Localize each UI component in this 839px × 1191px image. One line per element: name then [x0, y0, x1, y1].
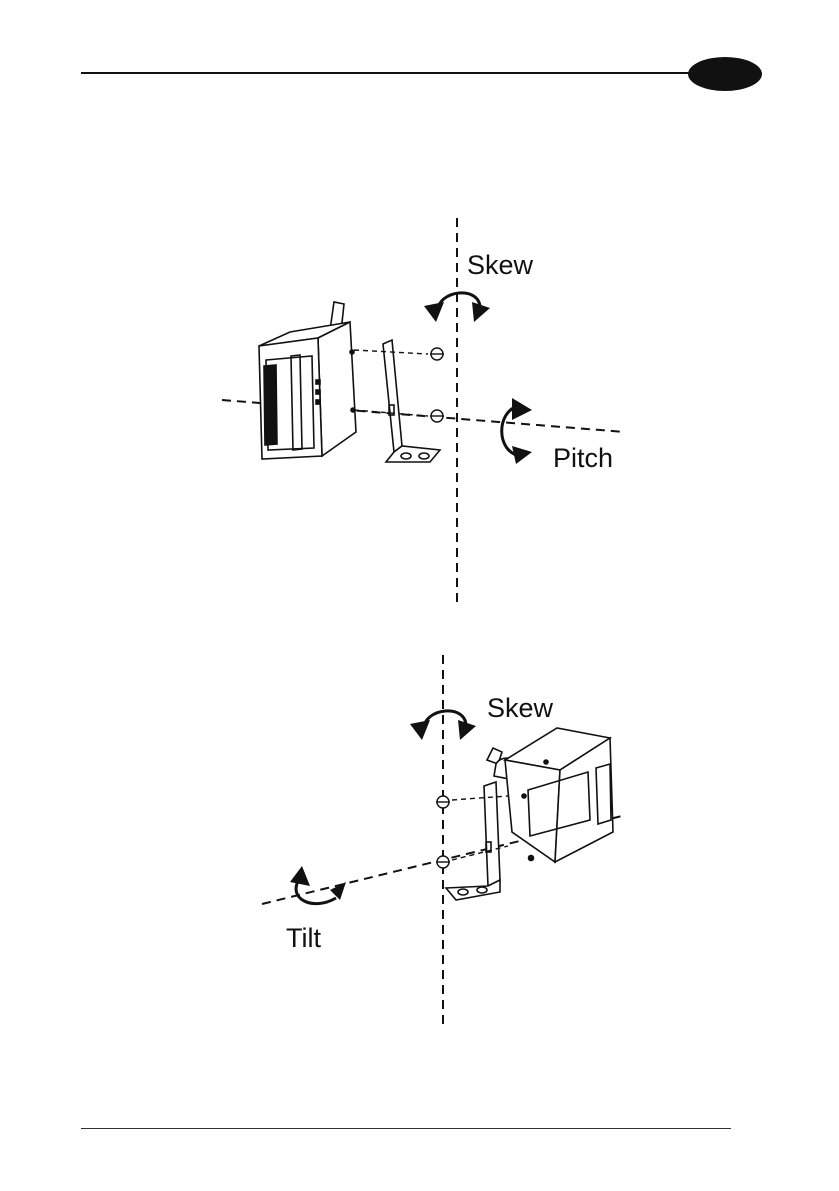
pitch-label: Pitch — [553, 443, 613, 473]
figure-2-scanner-tilt-skew: Skew Tilt — [262, 655, 626, 1030]
tilt-label: Tilt — [286, 923, 321, 953]
skew-label-2: Skew — [487, 693, 554, 723]
footer-rule — [81, 1128, 731, 1129]
scanner-body-2 — [487, 728, 613, 862]
scanner-body-1 — [259, 302, 356, 459]
rotation-arrow-icon — [502, 398, 532, 464]
mounting-bracket-1 — [383, 340, 440, 462]
figure-1-scanner-pitch-skew: Skew Pitch — [222, 218, 625, 608]
skew-label-1: Skew — [467, 250, 534, 280]
